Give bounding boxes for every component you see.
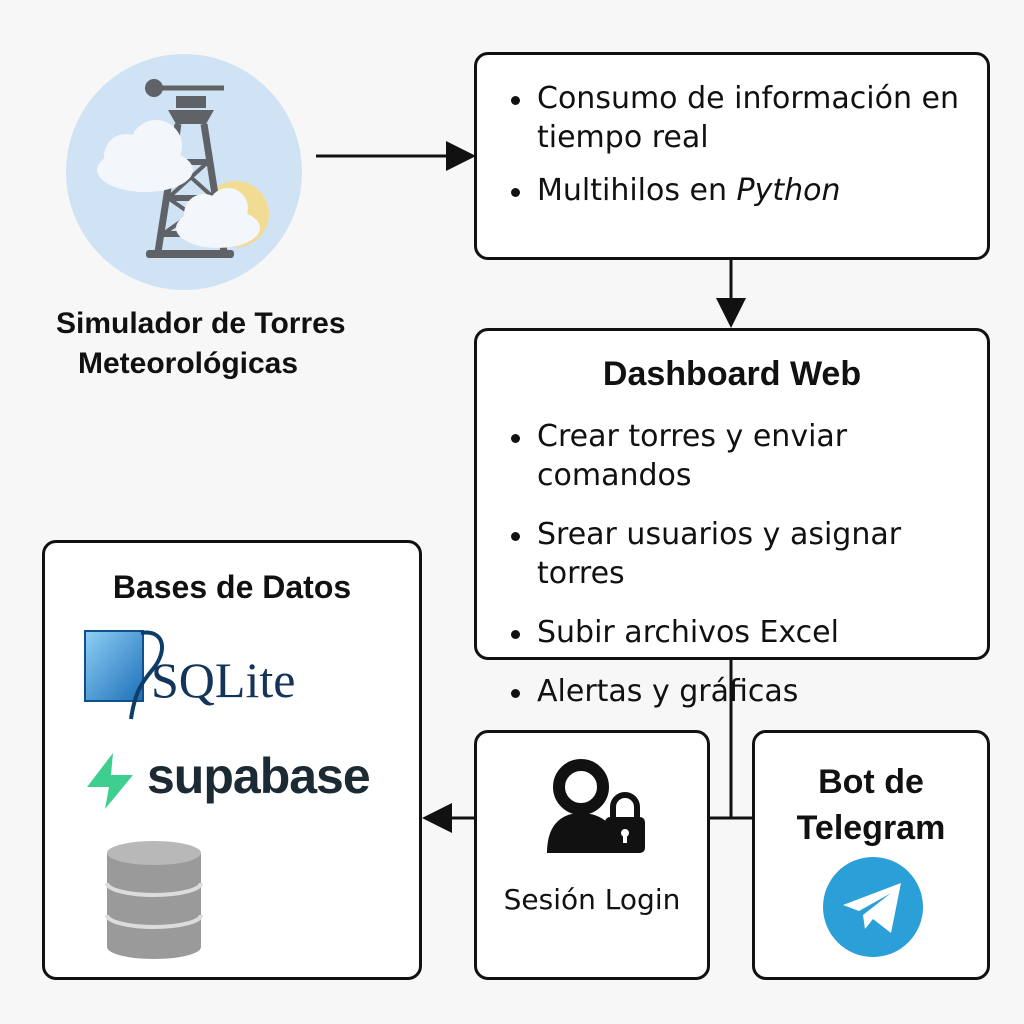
dashboard-box: Dashboard Web Crear torres y enviar coma…: [474, 328, 990, 709]
feature-item-text: Consumo de información en: [537, 81, 959, 116]
dashboard-item: Crear torres y enviar comandos: [511, 417, 987, 495]
dashboard-item: Subir archivos Excel: [511, 613, 987, 652]
feature-item-text: Multihilos en: [537, 173, 737, 208]
feature-item-text-continued: tiempo real: [537, 120, 709, 155]
telegram-title-line2: Telegram: [796, 809, 946, 847]
features-list: Consumo de información en tiempo real Mu…: [511, 79, 959, 210]
feature-item-python: Python: [736, 173, 841, 208]
dashboard-title: Dashboard Web: [602, 355, 862, 393]
simulator-caption: Simulador de Torres Meteorológicas: [40, 304, 380, 384]
dashboard-list: Crear torres y enviar comandos Srear usu…: [511, 417, 987, 711]
supabase-bolt-icon: [87, 753, 133, 809]
simulator-caption-line2: Meteorológicas: [78, 347, 299, 380]
login-label: Sesión Login: [503, 883, 681, 916]
login-box: Sesión Login: [474, 730, 710, 980]
sqlite-feather-icon: [84, 630, 164, 720]
feature-item: Consumo de información en tiempo real: [511, 79, 959, 157]
databases-box: Bases de Datos SQLite supabase: [42, 540, 422, 980]
databases-title: Bases de Datos: [112, 569, 352, 605]
user-lock-icon: [547, 759, 645, 853]
telegram-box: Bot de Telegram: [752, 730, 990, 980]
dashboard-item: Alertas y gráficas: [511, 672, 987, 711]
feature-item: Multihilos en Python: [511, 171, 959, 210]
sqlite-wordmark: SQLite: [151, 652, 296, 708]
database-icon: [105, 841, 203, 959]
telegram-title-line1: Bot de: [818, 763, 924, 801]
sqlite-logo: SQLite: [83, 629, 323, 721]
supabase-logo: supabase: [83, 748, 403, 815]
dashboard-item: Srear usuarios y asignar torres: [511, 515, 987, 593]
supabase-wordmark: supabase: [147, 748, 371, 804]
telegram-title: Bot de Telegram: [755, 759, 987, 851]
simulator-caption-line1: Simulador de Torres: [56, 307, 346, 340]
telegram-icon: [823, 857, 923, 957]
features-box: Consumo de información en tiempo real Mu…: [474, 52, 990, 260]
